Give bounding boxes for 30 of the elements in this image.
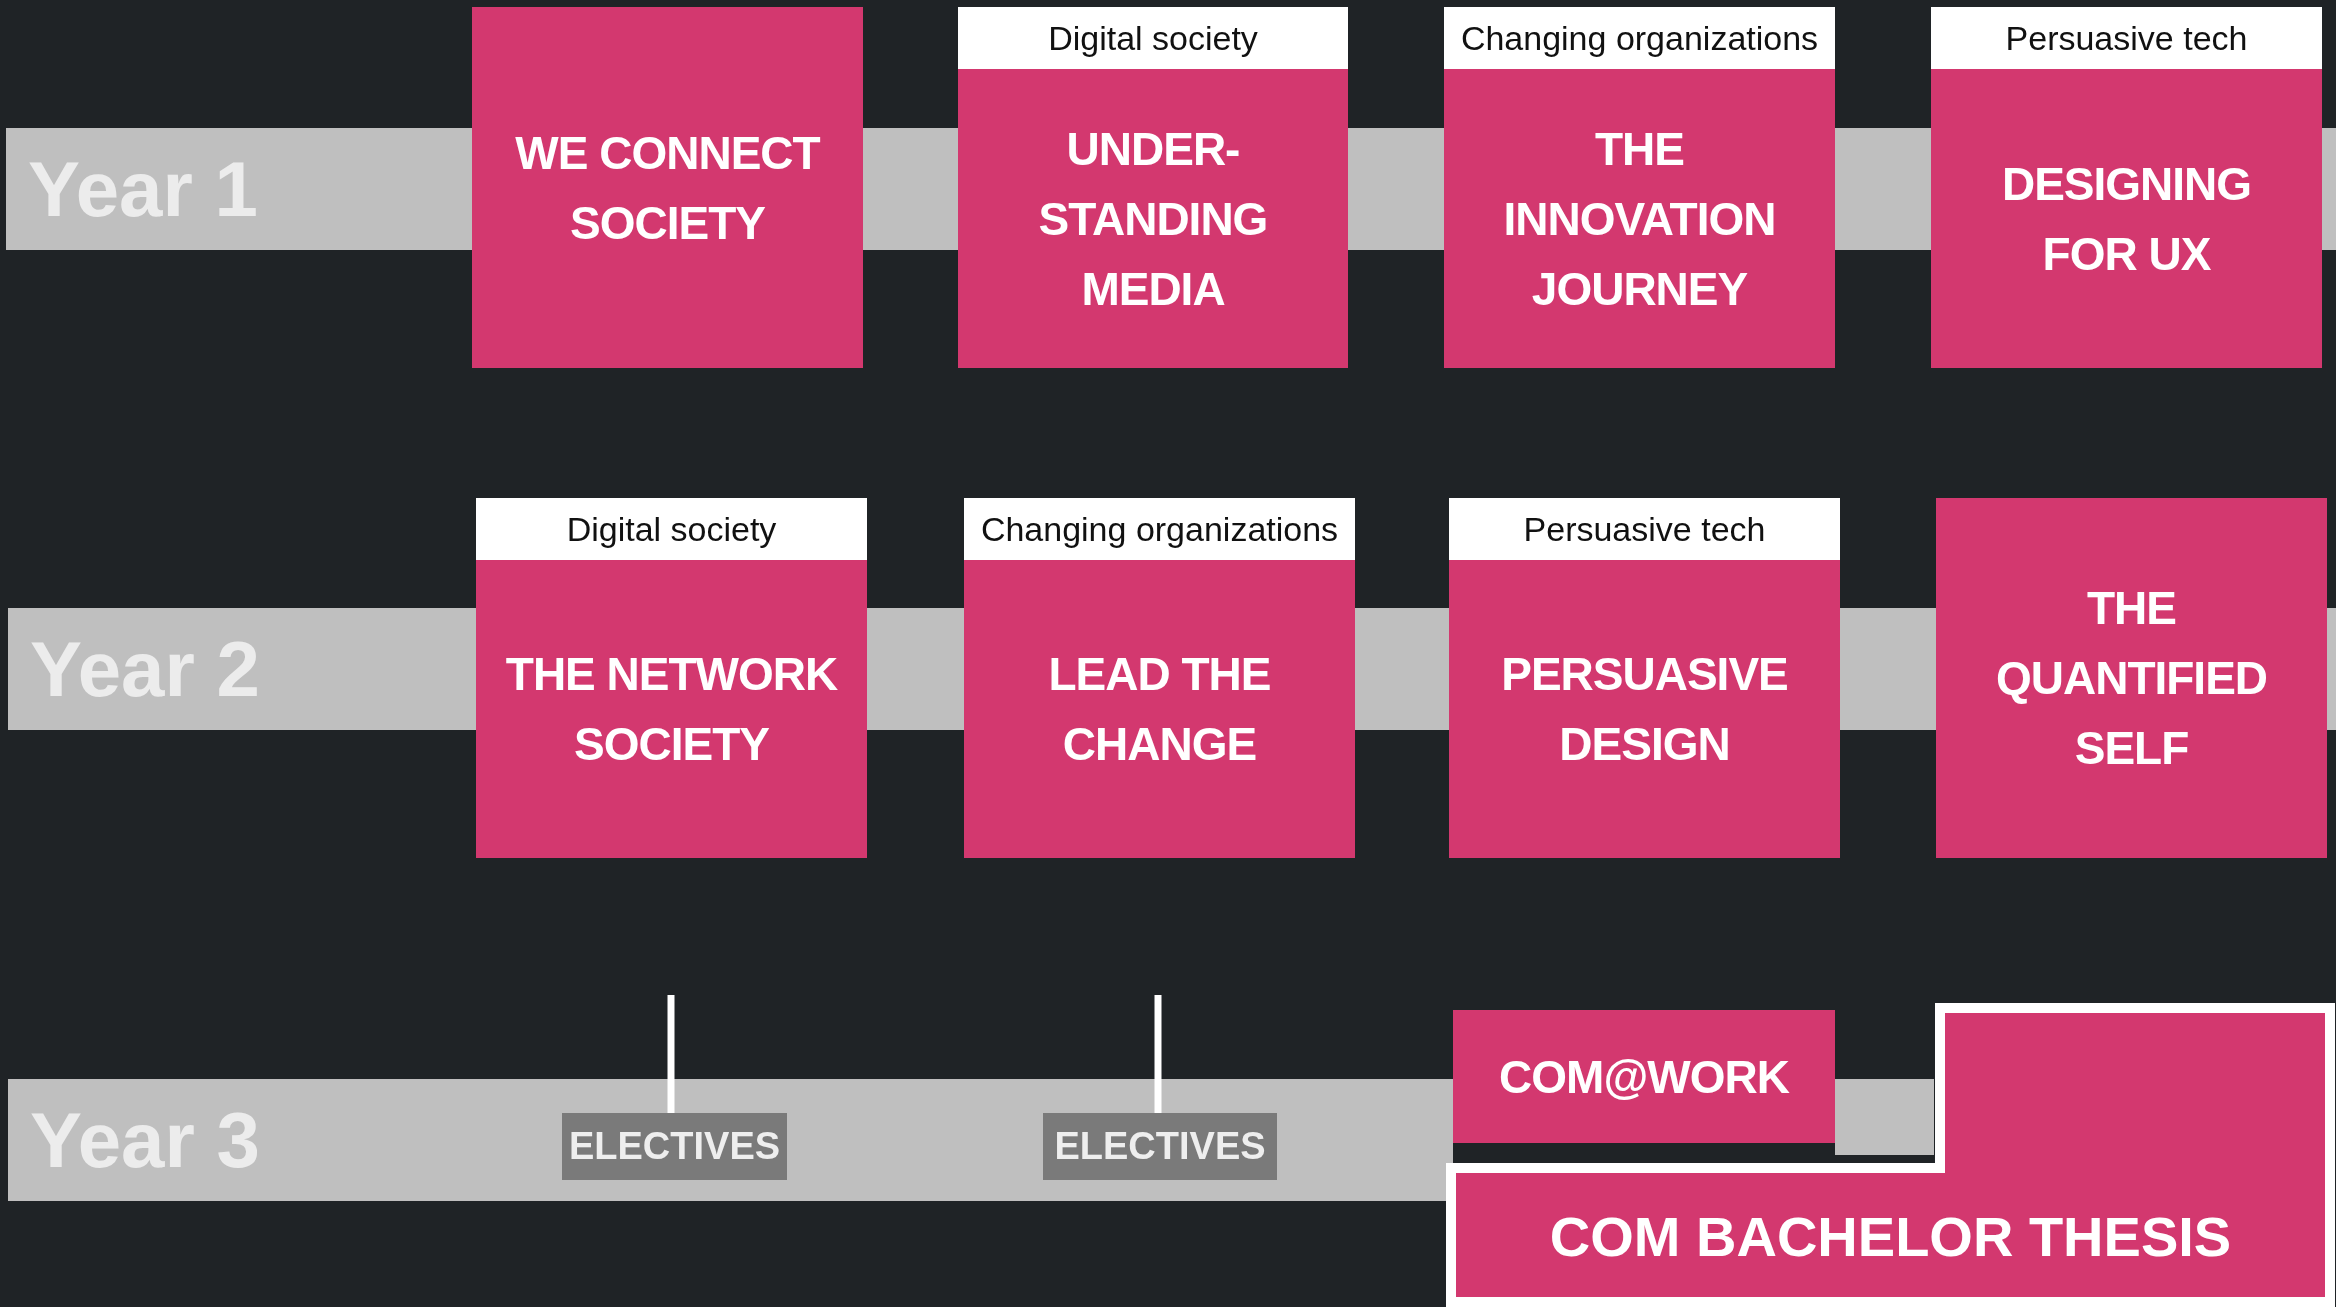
timeline-bar-segment — [867, 608, 964, 730]
course-title: UNDER- STANDING MEDIA — [958, 69, 1348, 368]
course-title: THE INNOVATION JOURNEY — [1444, 69, 1835, 368]
course-title: WE CONNECT SOCIETY — [472, 7, 863, 368]
timeline-bar-segment — [1835, 1079, 1934, 1155]
timeline-bar-segment — [1835, 128, 1931, 250]
course-title: THE QUANTIFIED SELF — [1936, 498, 2327, 858]
year-band — [6, 128, 472, 250]
course-title: DESIGNING FOR UX — [1931, 69, 2322, 368]
course-title: PERSUASIVE DESIGN — [1449, 560, 1840, 858]
category-label: Persuasive tech — [1931, 7, 2322, 69]
timeline-bar-segment — [863, 128, 958, 250]
year-band — [8, 608, 476, 730]
course-title: THE NETWORK SOCIETY — [476, 560, 867, 858]
course-title: COM@WORK — [1453, 1010, 1835, 1143]
course-title: LEAD THE CHANGE — [964, 560, 1355, 858]
category-label: Persuasive tech — [1449, 498, 1840, 560]
electives-box: ELECTIVES — [562, 1113, 787, 1180]
timeline-bar-segment — [1355, 608, 1449, 730]
category-label: Digital society — [958, 7, 1348, 69]
category-label: Changing organizations — [1444, 7, 1835, 69]
course-title: COM BACHELOR THESIS — [1548, 1204, 2233, 1270]
year-band — [8, 1079, 1453, 1201]
timeline-bar-segment — [1840, 608, 1936, 730]
timeline-bar-segment — [1348, 128, 1444, 250]
electives-box: ELECTIVES — [1043, 1113, 1277, 1180]
category-label: Digital society — [476, 498, 867, 560]
timeline-bar-segment — [2327, 608, 2336, 730]
category-label: Changing organizations — [964, 498, 1355, 560]
timeline-bar-segment — [2322, 128, 2336, 250]
